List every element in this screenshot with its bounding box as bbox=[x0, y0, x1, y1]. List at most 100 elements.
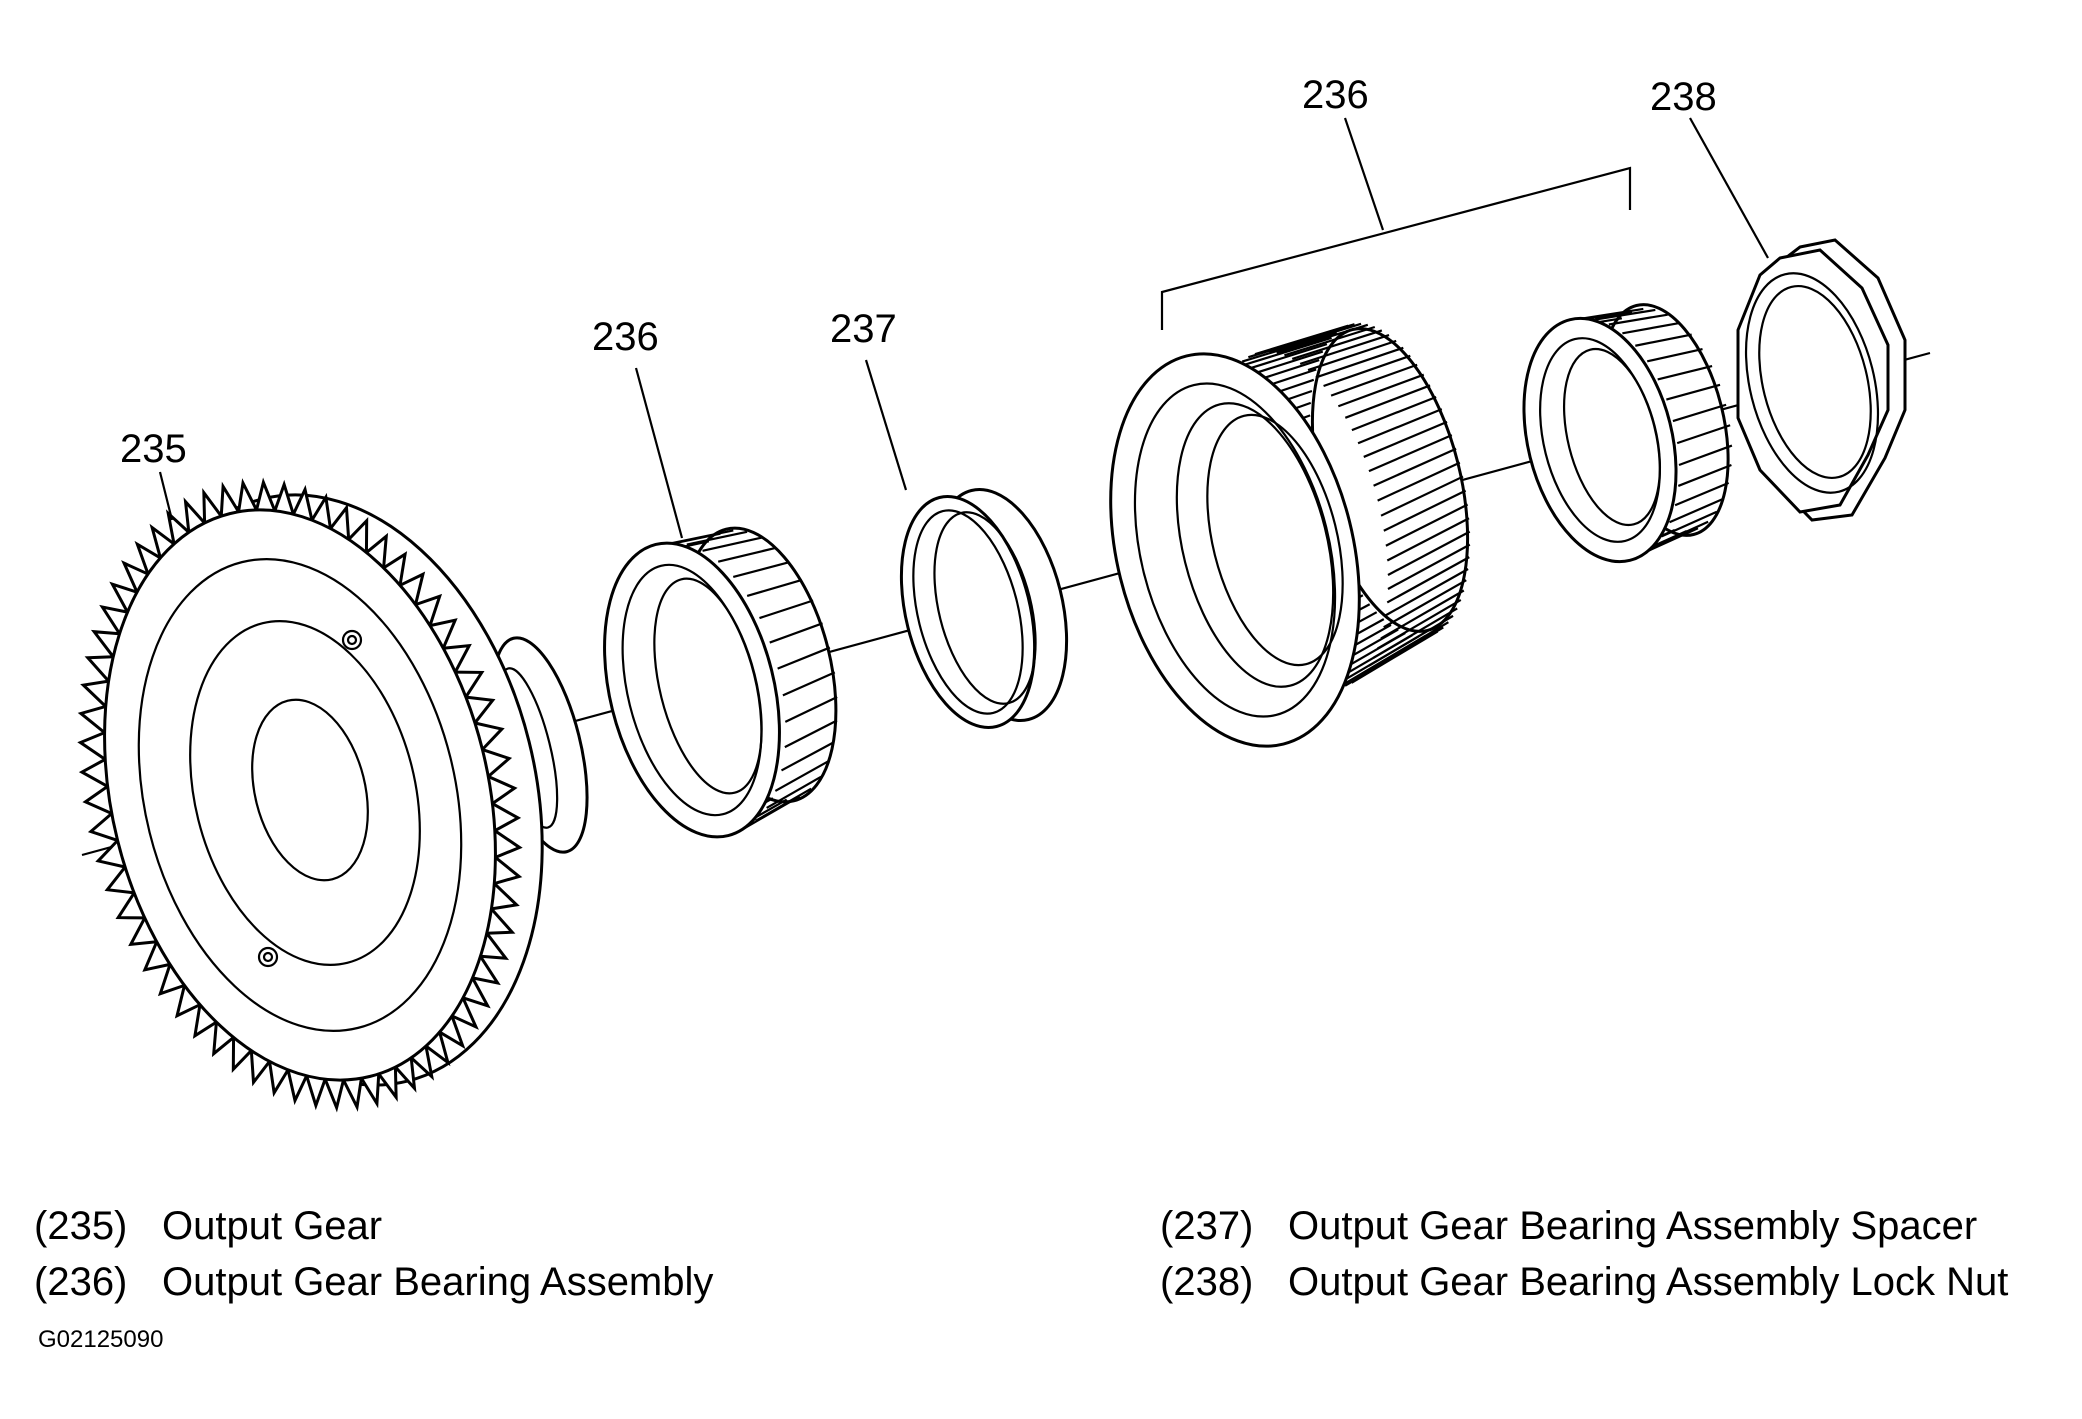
callout-238: 238 bbox=[1650, 75, 1717, 119]
bearing-roller bbox=[702, 536, 762, 552]
gear-tooth bbox=[87, 812, 119, 842]
bearing-roller bbox=[780, 741, 835, 772]
leader-235 bbox=[158, 471, 174, 521]
gear-tooth bbox=[82, 785, 113, 815]
bearing-roller bbox=[1581, 307, 1644, 320]
gear-tooth bbox=[249, 1050, 271, 1087]
cup-ridge bbox=[1330, 363, 1418, 397]
gear-tooth bbox=[347, 517, 369, 553]
bearing-roller bbox=[1608, 313, 1668, 326]
legend-left: (235)Output Gear (236)Output Gear Bearin… bbox=[34, 1198, 713, 1310]
gear-tooth bbox=[377, 1067, 398, 1102]
lock-nut bbox=[1736, 238, 1907, 522]
bearing-cone-right bbox=[1522, 303, 1733, 564]
cup-ridge bbox=[1383, 489, 1467, 532]
gear-tooth bbox=[77, 705, 107, 734]
gear-tooth bbox=[481, 748, 513, 778]
bearing-roller bbox=[1672, 403, 1727, 423]
cup-ridge bbox=[1386, 556, 1470, 604]
cup-ridge bbox=[1363, 420, 1448, 458]
bearing-roller bbox=[782, 671, 836, 697]
cup-ridge bbox=[1377, 461, 1461, 502]
bearing-roller bbox=[1669, 497, 1725, 524]
gear-tooth bbox=[157, 963, 185, 997]
bearing-roller bbox=[766, 775, 822, 809]
bearing-cup bbox=[1109, 322, 1471, 748]
bearing-roller bbox=[784, 696, 838, 723]
cup-ridge bbox=[1357, 408, 1443, 445]
bearing-roller bbox=[1666, 383, 1721, 401]
leader-236-left bbox=[634, 367, 684, 539]
bearing-roller bbox=[742, 795, 801, 831]
gear-tooth bbox=[80, 679, 109, 708]
cup-ridge bbox=[1241, 331, 1338, 363]
bearing-roller bbox=[1676, 424, 1731, 445]
legend-right: (237)Output Gear Bearing Assembly Spacer… bbox=[1160, 1198, 2008, 1310]
gear-tooth bbox=[429, 618, 458, 649]
bearing-roller bbox=[746, 578, 803, 598]
leader-237 bbox=[864, 359, 908, 491]
callout-235: 235 bbox=[120, 427, 187, 471]
cup-ridge bbox=[1337, 373, 1425, 408]
gear-tooth bbox=[134, 540, 162, 575]
legend-number: (238) bbox=[1160, 1260, 1254, 1304]
legend-item: (235) Output Gear bbox=[34, 1198, 713, 1254]
gear-tooth bbox=[493, 829, 523, 859]
gear-tooth bbox=[237, 478, 258, 512]
gear-tooth bbox=[486, 907, 516, 935]
gear-tooth bbox=[109, 581, 138, 613]
gear-tooth bbox=[121, 560, 149, 593]
legend-number: (235) bbox=[34, 1204, 128, 1248]
cup-ridge bbox=[1261, 323, 1355, 354]
cup-ridge bbox=[1351, 395, 1437, 432]
bearing-roller bbox=[1635, 333, 1692, 347]
bearing-roller bbox=[1646, 348, 1703, 363]
cup-ridge bbox=[1315, 346, 1404, 379]
cup-ridge bbox=[1373, 447, 1457, 487]
gear-tooth bbox=[192, 1004, 218, 1039]
cup-ridge bbox=[1344, 384, 1431, 419]
gear-tooth bbox=[415, 593, 443, 627]
gear-tooth bbox=[273, 479, 295, 515]
bearing-roller bbox=[717, 546, 776, 563]
bearing-roller bbox=[686, 530, 748, 546]
gear-tooth bbox=[491, 802, 522, 832]
bearing-roller bbox=[732, 561, 790, 579]
bearing-roller bbox=[1678, 444, 1733, 467]
bearing-roller bbox=[777, 646, 831, 670]
cup-ridge bbox=[1380, 475, 1464, 517]
gear-tooth bbox=[365, 532, 389, 569]
cup-ridge bbox=[1387, 530, 1471, 576]
gear-tooth bbox=[142, 941, 171, 972]
gear-tooth bbox=[399, 571, 426, 605]
bearing-roller bbox=[1595, 308, 1656, 321]
gear-tooth bbox=[438, 1015, 466, 1050]
leader-236-right bbox=[1343, 117, 1385, 231]
gear-tooth bbox=[487, 775, 518, 805]
legend-text: Output Gear Bearing Assembly bbox=[162, 1260, 714, 1304]
legend-text: Output Gear Bearing Assembly Lock Nut bbox=[1288, 1260, 2009, 1304]
gear-tooth bbox=[491, 882, 520, 911]
gear-tooth bbox=[219, 481, 240, 517]
gear-tooth bbox=[443, 643, 472, 673]
gear-tooth bbox=[255, 477, 277, 512]
legend-item: (237)Output Gear Bearing Assembly Spacer bbox=[1160, 1198, 2008, 1254]
cup-ridge bbox=[1268, 322, 1362, 354]
bearing-roller bbox=[774, 760, 830, 792]
legend-text: Output Gear bbox=[162, 1204, 383, 1248]
legend-number: (237) bbox=[1160, 1204, 1254, 1248]
gear-tooth bbox=[128, 917, 157, 947]
gear-tooth bbox=[84, 655, 114, 683]
cup-ridge bbox=[1337, 634, 1427, 689]
cup-ridge bbox=[1385, 503, 1469, 547]
gear-tooth bbox=[305, 1075, 327, 1111]
gear-tooth bbox=[202, 488, 223, 523]
bearing-roller bbox=[1674, 481, 1730, 507]
cup-ridge bbox=[1383, 579, 1467, 629]
bearing-cone-left bbox=[603, 526, 838, 839]
bearing-roller bbox=[671, 529, 734, 545]
gear-tooth bbox=[451, 997, 479, 1030]
gear-tooth bbox=[231, 1037, 253, 1073]
gear-tooth bbox=[462, 977, 491, 1009]
